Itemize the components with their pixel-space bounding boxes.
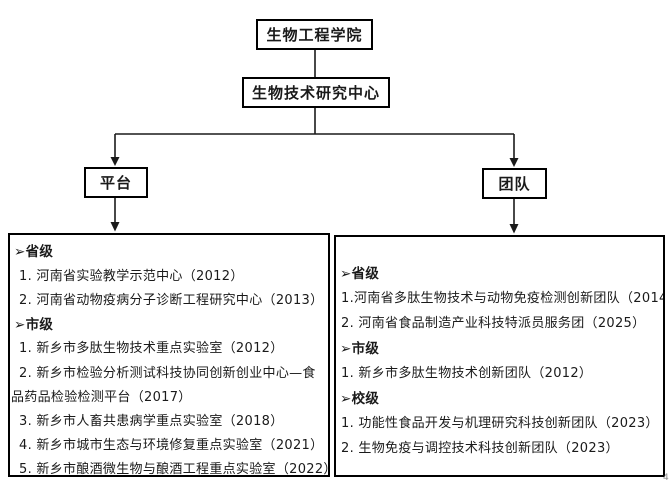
node-platform-label: 平台 [99, 174, 132, 192]
team-item: 1.河南省多肽生物技术与动物免疫检测创新团队（2014） [341, 291, 665, 306]
platform-item-wrap: 品药品检验检测平台（2017） [11, 389, 192, 405]
platform-item: 4. 新乡市城市生态与环境修复重点实验室（2021） [19, 438, 324, 454]
team-header-municipal: ➢市级 [340, 340, 380, 357]
node-biotech-center-label: 生物技术研究中心 [251, 84, 380, 102]
platform-item: 2. 新乡市检验分析测试科技协同创新创业中心—食 [19, 365, 316, 381]
node-college: 生物工程学院 [256, 19, 373, 50]
team-item: 2. 生物免疫与调控技术科技创新团队（2023） [341, 441, 619, 456]
platform-item: 1. 河南省实验教学示范中心（2012） [19, 268, 244, 284]
team-item: 1. 新乡市多肽生物技术创新团队（2012） [341, 366, 593, 381]
team-header-provincial: ➢省级 [340, 265, 380, 282]
platform-item: 1. 新乡市多肽生物技术重点实验室（2012） [19, 341, 284, 357]
team-item: 2. 河南省食品制造产业科技特派员服务团（2025） [341, 316, 646, 331]
platform-item: 2. 河南省动物疫病分子诊断工程研究中心（2013） [19, 292, 324, 308]
node-team: 团队 [482, 168, 547, 199]
platform-list-box: ➢省级 1. 河南省实验教学示范中心（2012） 2. 河南省动物疫病分子诊断工… [8, 233, 330, 477]
team-list-box: ➢省级 1.河南省多肽生物技术与动物免疫检测创新团队（2014） 2. 河南省食… [334, 235, 665, 477]
node-college-label: 生物工程学院 [266, 26, 363, 44]
team-item: 1. 功能性食品开发与机理研究科技创新团队（2023） [341, 416, 659, 431]
team-header-school: ➢校级 [340, 390, 380, 407]
arrowhead-team-icon [509, 158, 519, 167]
platform-item: 5. 新乡市酿酒微生物与酿酒工程重点实验室（2022） [19, 462, 330, 477]
arrowhead-platform-icon [110, 157, 120, 166]
platform-header-provincial: ➢省级 [14, 244, 54, 261]
arrowhead-platform-list-icon [110, 222, 120, 232]
node-team-label: 团队 [498, 175, 531, 193]
node-biotech-center: 生物技术研究中心 [242, 77, 390, 108]
platform-header-municipal: ➢市级 [14, 316, 54, 333]
page-number: 4 [663, 473, 669, 483]
platform-item: 3. 新乡市人畜共患病学重点实验室（2018） [19, 413, 284, 429]
node-platform: 平台 [84, 167, 148, 198]
arrowhead-team-list-icon [509, 224, 519, 234]
